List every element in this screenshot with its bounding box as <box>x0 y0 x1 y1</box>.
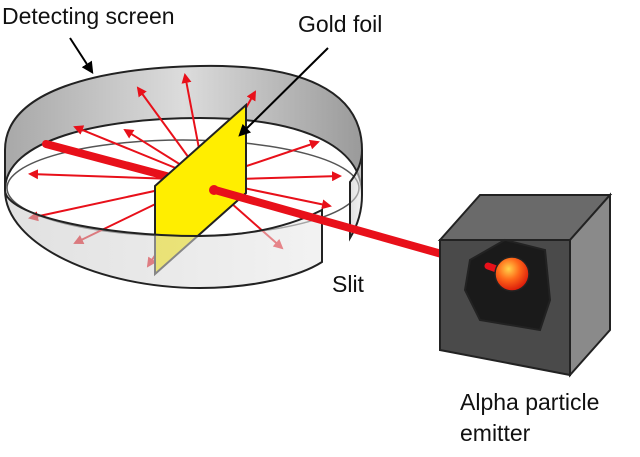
label-emitter-line2: emitter <box>460 420 531 446</box>
beam-impact-point <box>209 185 219 195</box>
screen-front-wall-left <box>4 189 323 290</box>
label-slit: Slit <box>332 271 365 297</box>
detecting-screen-pointer <box>69 37 94 75</box>
alpha-source-ball <box>494 256 530 292</box>
label-gold-foil: Gold foil <box>298 11 382 37</box>
emitter-side-face <box>569 192 611 378</box>
gold-foil-pointer <box>238 47 329 137</box>
label-detecting-screen: Detecting screen <box>2 3 175 29</box>
alpha-emitter <box>437 192 613 378</box>
label-emitter-line1: Alpha particle <box>460 389 599 415</box>
alpha-beam <box>211 186 474 266</box>
